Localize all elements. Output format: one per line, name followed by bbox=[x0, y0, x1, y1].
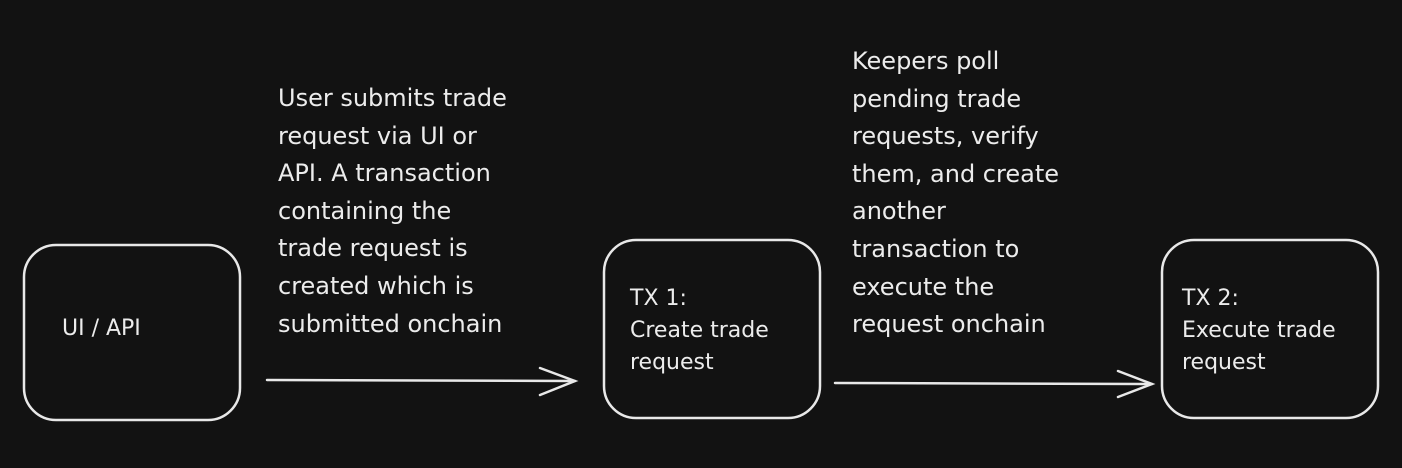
edge-annotation-submit: User submits trade request via UI or API… bbox=[278, 84, 507, 338]
node-label-tx1: TX 1: Create trade request bbox=[630, 286, 769, 375]
edge-annotation-keepers: Keepers poll pending trade requests, ver… bbox=[852, 47, 1059, 339]
node-box-tx1 bbox=[602, 238, 822, 420]
arrow-ui-to-tx1 bbox=[265, 366, 579, 397]
arrow-tx1-to-tx2 bbox=[833, 369, 1156, 399]
node-label-tx2: TX 2: Execute trade request bbox=[1182, 286, 1336, 375]
node-label-ui-api: UI / API bbox=[62, 316, 141, 341]
node-box-ui-api bbox=[22, 243, 242, 422]
node-box-tx2 bbox=[1160, 238, 1380, 420]
